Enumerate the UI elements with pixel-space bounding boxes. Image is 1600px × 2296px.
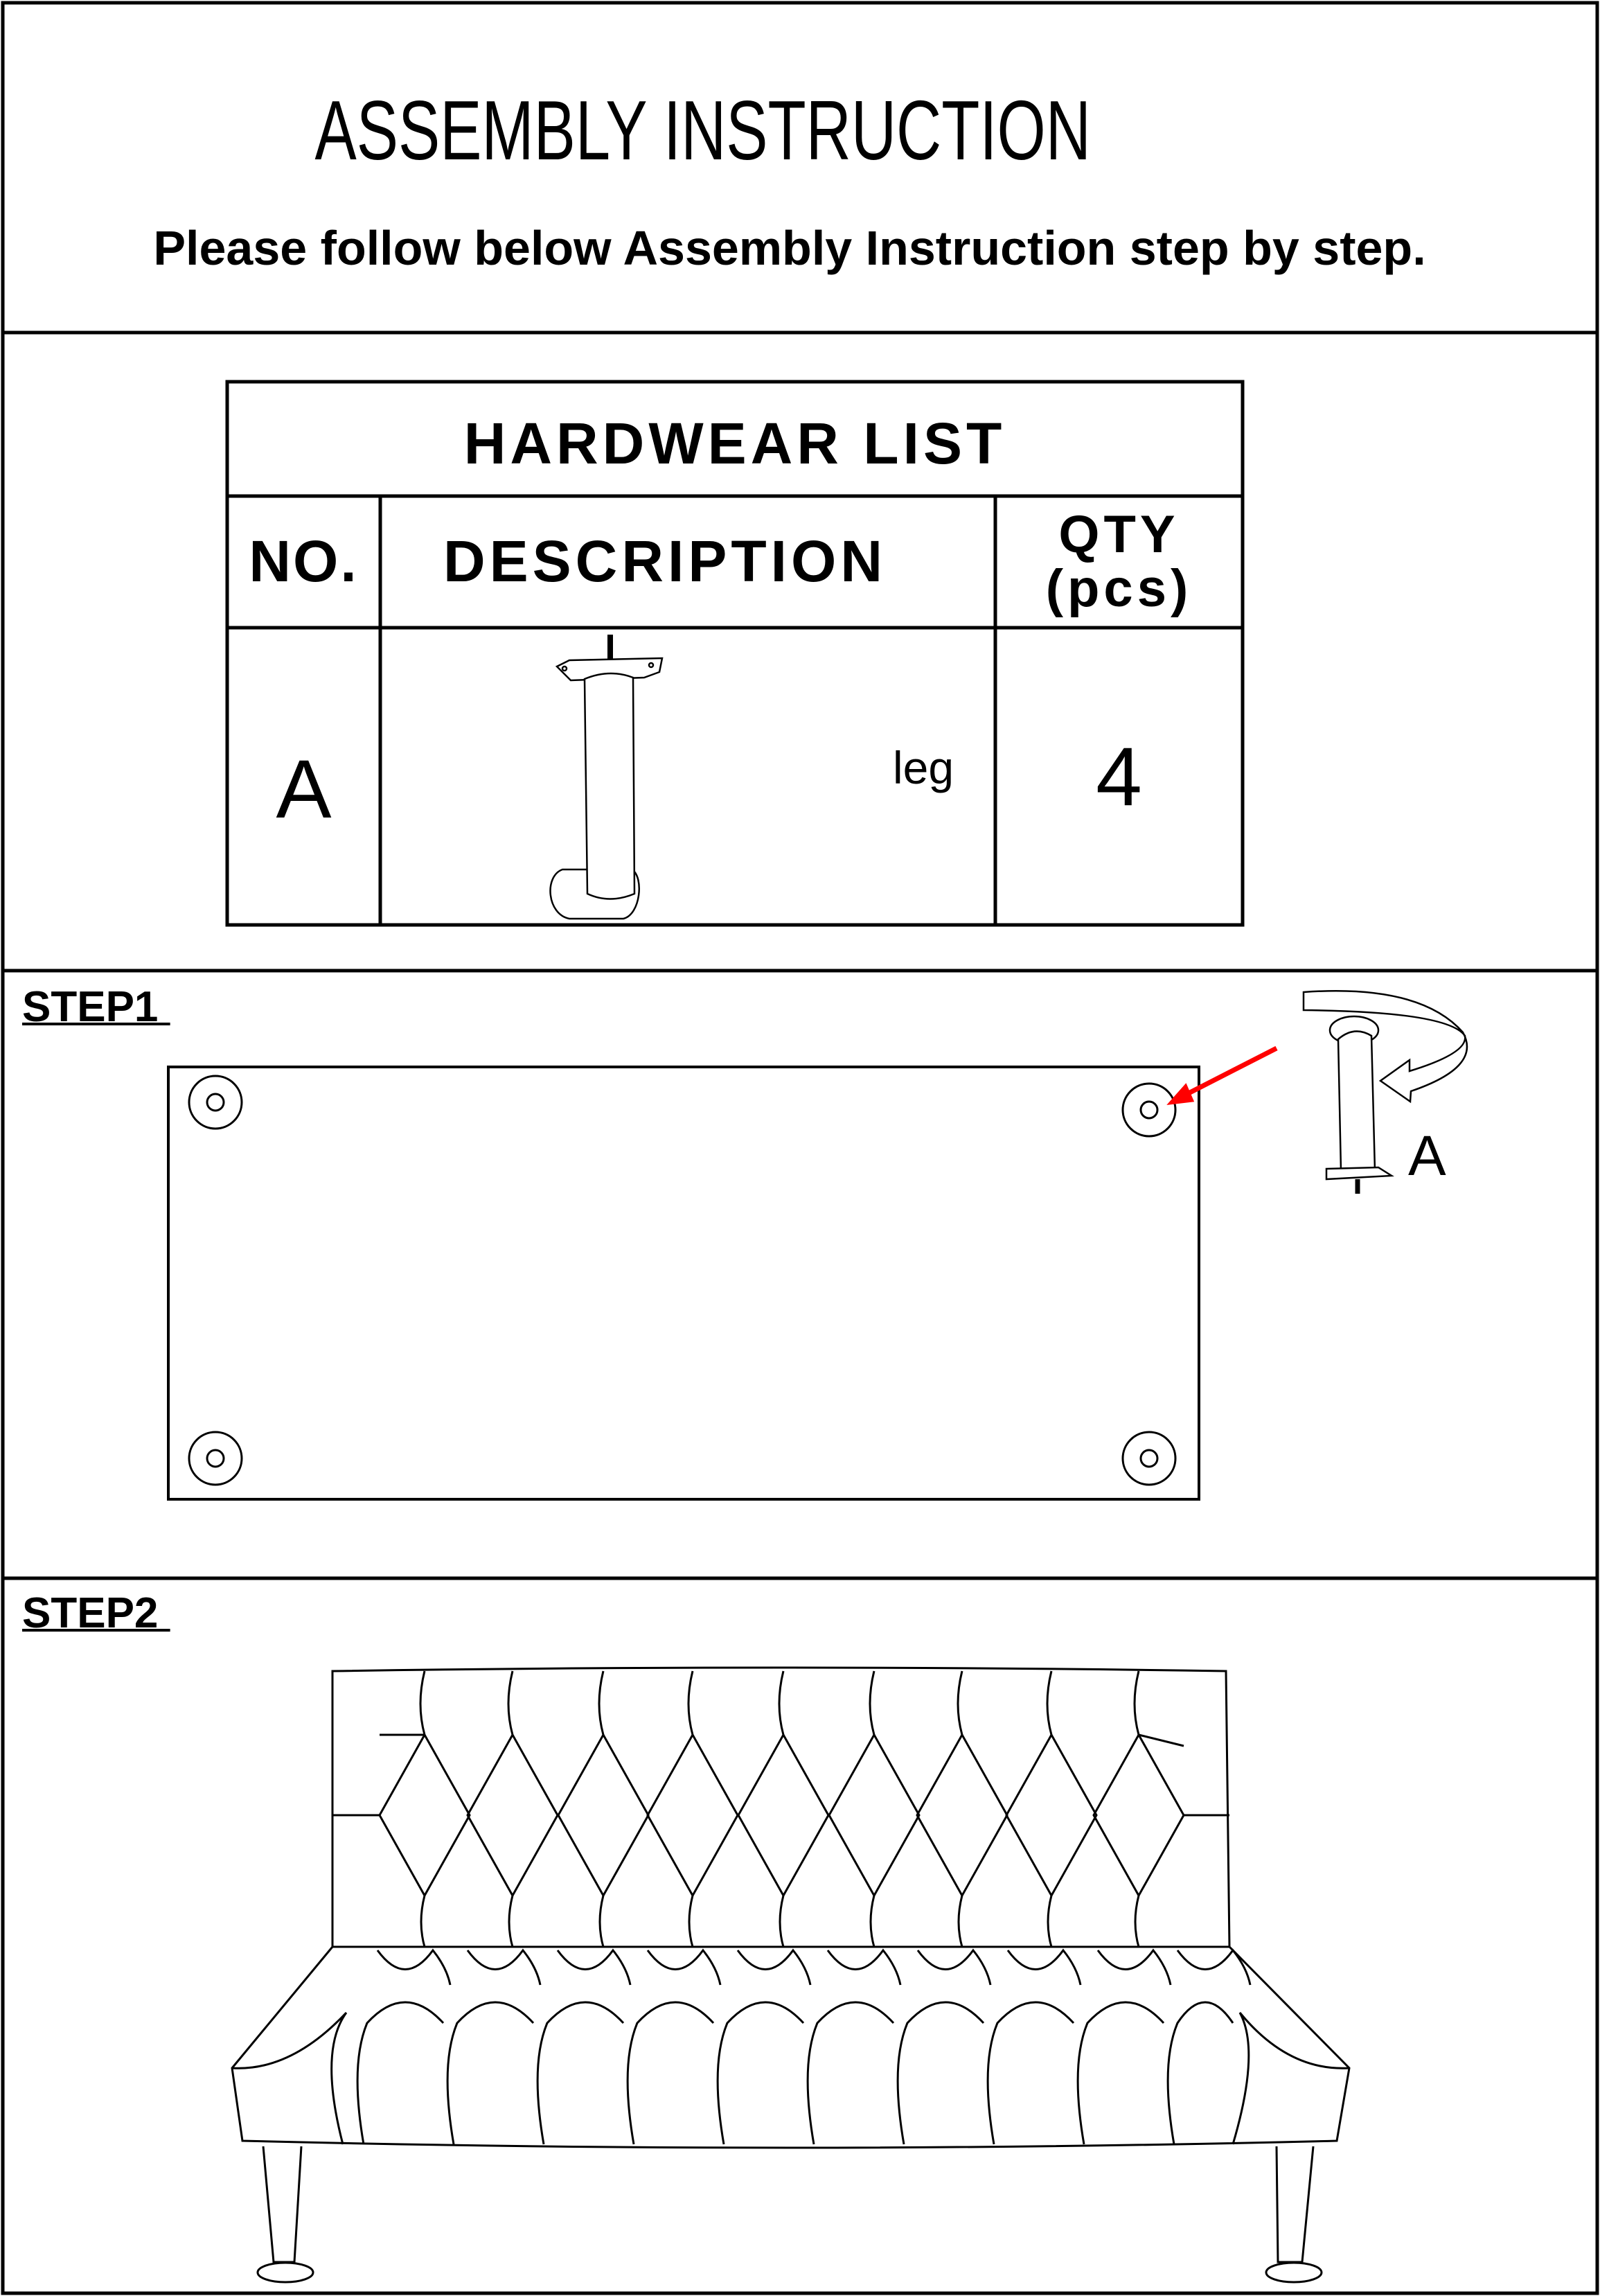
tuft-seam [869, 1895, 875, 1948]
seat-tuft-fold [556, 1948, 632, 1986]
seat-cushion-tuft [806, 2001, 895, 2145]
seat-tuft-fold [646, 1948, 722, 1986]
step1-label: STEP1 [22, 983, 170, 1031]
tuft-seam [1133, 1670, 1140, 1736]
row-description: leg [893, 742, 954, 793]
leg-mount-hole [188, 1431, 243, 1486]
seat-tuft-fold [466, 1948, 542, 1986]
tuft-seam [1047, 1895, 1053, 1948]
seat-tuft-fold [916, 1948, 992, 1986]
sofa-back [331, 1666, 1231, 1948]
seat-tuft-fold [376, 1948, 452, 1986]
page-title: ASSEMBLY INSTRUCTION [314, 83, 1091, 177]
leg-illustration [549, 635, 664, 920]
tuft-seam [1046, 1670, 1053, 1736]
seat-cushion-tuft [626, 2001, 715, 2145]
tuft-diamond [1092, 1734, 1185, 1896]
seat-cushion-tuft [896, 2001, 985, 2145]
tuft-seam [778, 1670, 785, 1736]
tuft-seam [508, 1895, 514, 1948]
tuft-seam [420, 1895, 426, 1948]
seat-tuft-fold [1176, 1948, 1252, 1986]
row-no: A [276, 743, 332, 836]
tuft-diamond [466, 1734, 559, 1896]
leg-mount-hole [1121, 1431, 1177, 1486]
seat-tuft-fold [1006, 1948, 1082, 1986]
tuft-seam [598, 1670, 605, 1736]
tuft-diamond [828, 1734, 921, 1896]
sofa-base-board [167, 1066, 1200, 1501]
seat-tuft-fold [826, 1948, 902, 1986]
tuft-seam [957, 1895, 963, 1948]
tuft-seam [687, 1670, 694, 1736]
tuft-diamond [737, 1734, 830, 1896]
tuft-diamond [646, 1734, 739, 1896]
seat-cushion-tuft [356, 2001, 445, 2145]
red-pointer-arrow [1166, 1045, 1278, 1105]
hardware-table-grid [225, 380, 1245, 927]
column-header-no: NO. [249, 529, 359, 594]
tuft-seam [688, 1895, 694, 1948]
tuft-diamond [378, 1734, 471, 1896]
row-qty: 4 [1096, 730, 1142, 823]
seat-cushion-tuft [1166, 2001, 1234, 2145]
seat-cushion-tuft [446, 2001, 535, 2145]
tuft-seam [419, 1670, 426, 1736]
tuft-diamond [1005, 1734, 1098, 1896]
tuft-seam [957, 1670, 963, 1736]
seat-cushion-tuft [716, 2001, 805, 2145]
seat-cushion-tuft [536, 2001, 625, 2145]
sofa-leg-left [256, 2146, 314, 2284]
tuft-diamond [557, 1734, 650, 1896]
hardware-list-title: HARDWEAR LIST [463, 411, 1006, 476]
tuft-seam [332, 1733, 1229, 1817]
seat-cushion-tuft [1076, 2001, 1165, 2145]
seat-tuft-fold [736, 1948, 812, 1986]
column-header-qty-unit: (pcs) [1045, 559, 1193, 618]
column-header-qty: QTY [1058, 505, 1180, 564]
tuft-seam [507, 1670, 514, 1736]
tuft-seam [779, 1895, 785, 1948]
sofa-illustration [231, 1666, 1351, 2284]
page-subtitle: Please follow below Assembly Instruction… [153, 221, 1426, 275]
tuft-seam [1134, 1895, 1140, 1948]
tuft-seam [869, 1670, 875, 1736]
seat-tuft-fold [1096, 1948, 1172, 1986]
tuft-seam [598, 1895, 605, 1948]
seat-cushion-tuft [986, 2001, 1075, 2145]
step2-label: STEP2 [22, 1589, 170, 1637]
leg-mount-hole [1121, 1082, 1177, 1138]
sofa-seat [231, 1945, 1351, 2149]
leg-a-rotate-illustration [1302, 990, 1468, 1194]
leg-mount-hole [188, 1075, 243, 1130]
column-header-description: DESCRIPTION [443, 529, 887, 594]
sofa-leg-right [1265, 2146, 1323, 2284]
tuft-diamond [916, 1734, 1008, 1896]
step1-part-label: A [1408, 1124, 1446, 1187]
